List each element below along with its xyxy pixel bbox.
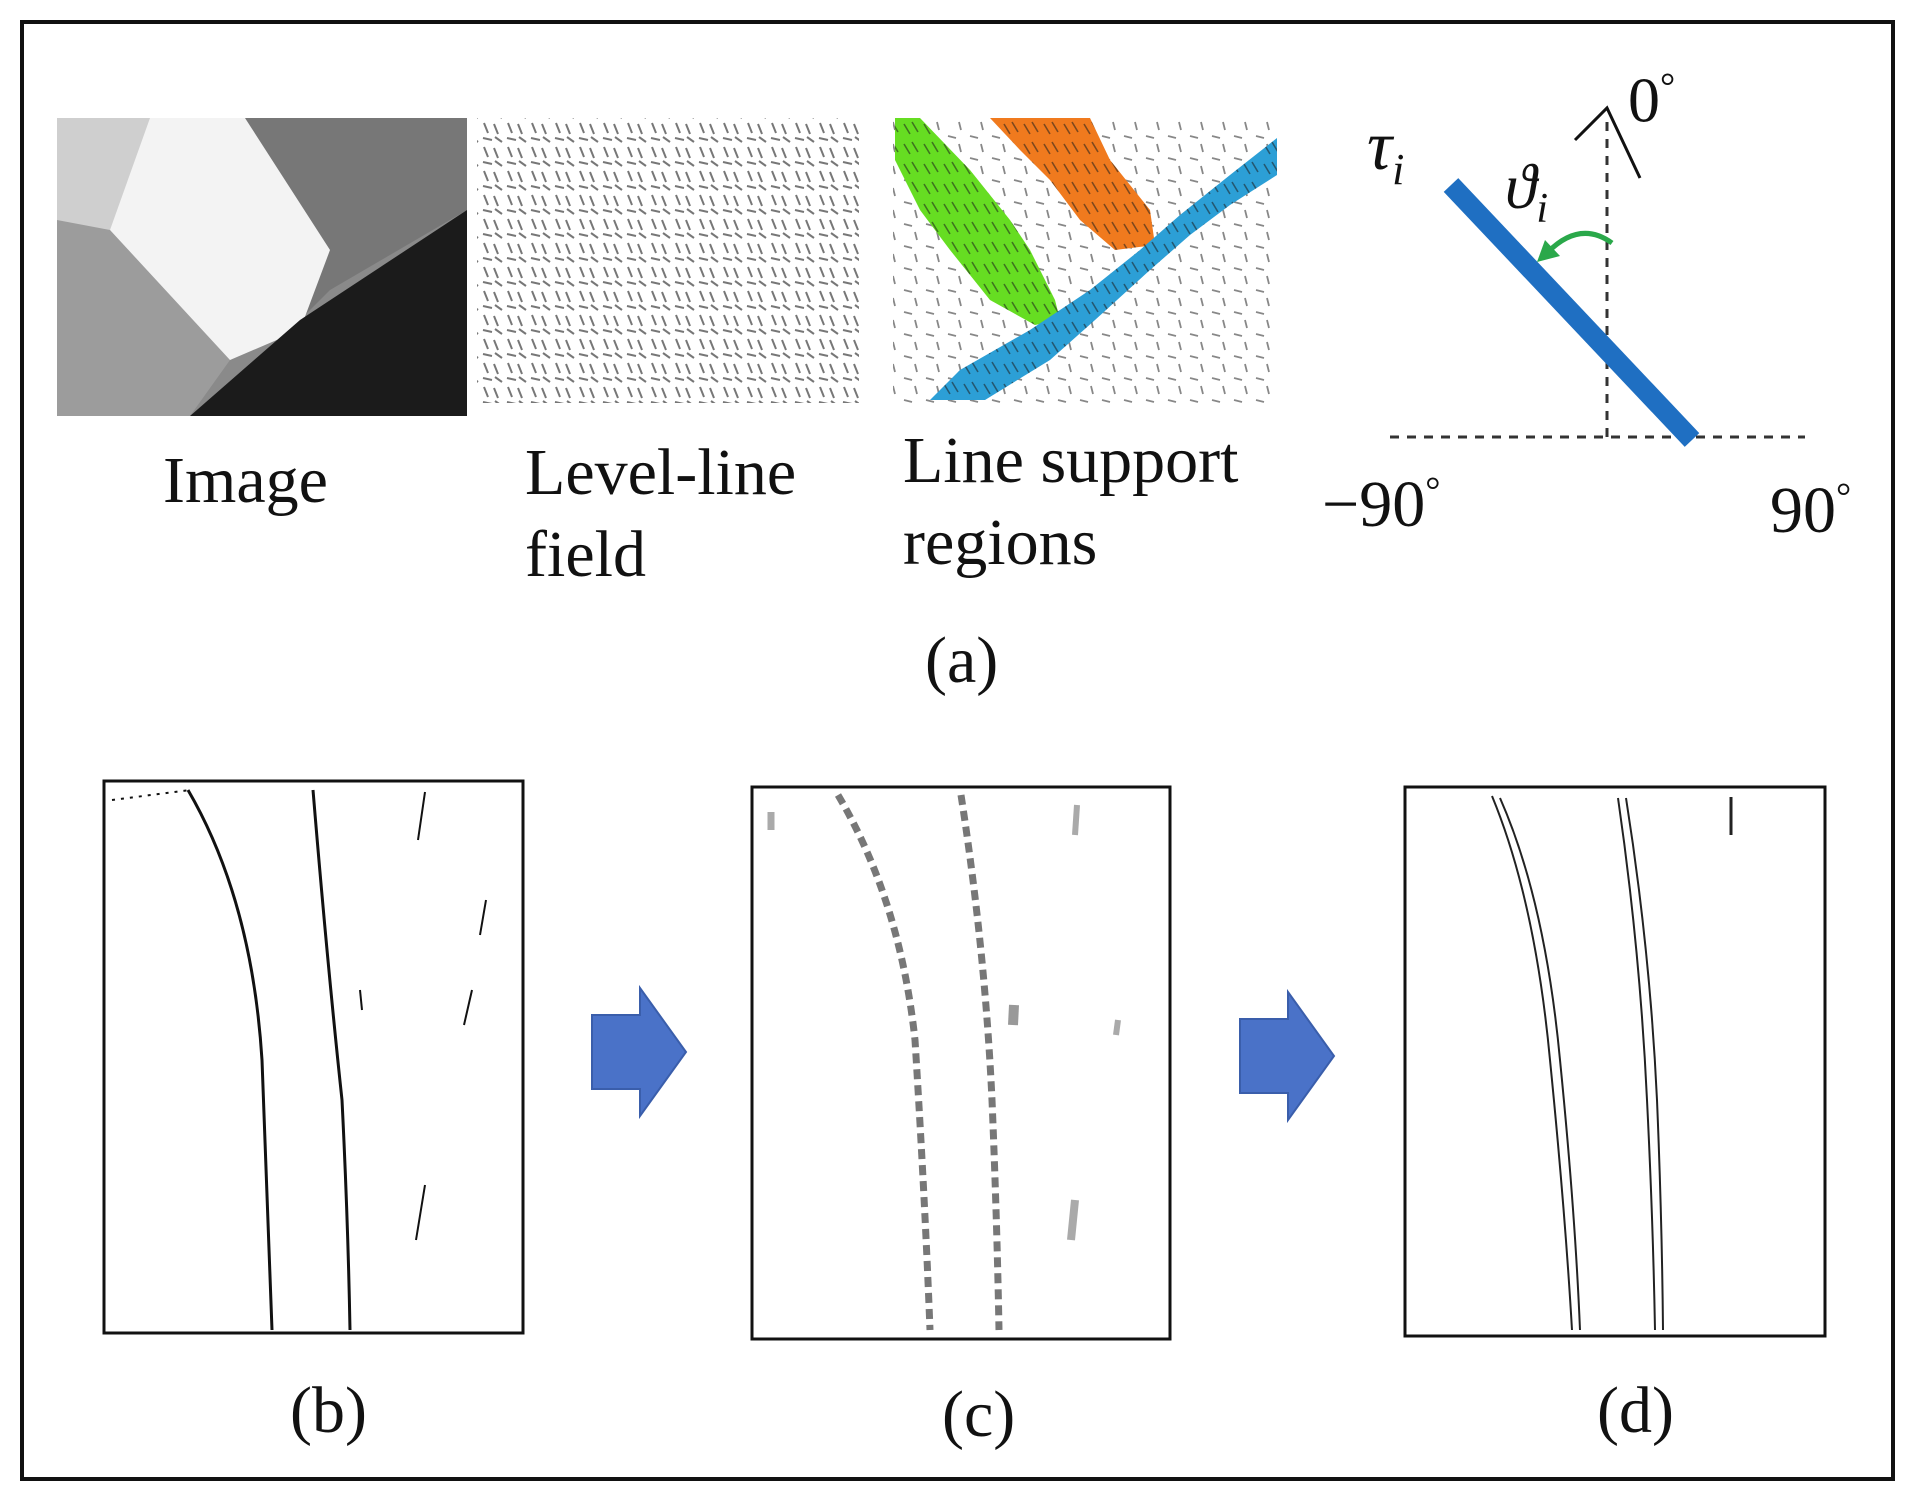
- caption-level-line-line1: Level-line: [525, 436, 797, 509]
- caption-support-line2: regions: [903, 506, 1098, 579]
- neg90-label: −90°: [1322, 468, 1441, 541]
- theta-label: ϑi: [1505, 151, 1549, 232]
- angle-diagram: [1390, 105, 1805, 447]
- panel-b-edges: [111, 789, 487, 1331]
- support-region-blue: [930, 138, 1277, 400]
- flow-arrow-2: [1239, 988, 1336, 1124]
- line-support-regions: [893, 118, 1277, 403]
- panel-b-label: (b): [290, 1374, 367, 1447]
- caption-line-support-regions: Line support regions: [903, 420, 1238, 584]
- flow-arrow-1: [591, 984, 688, 1120]
- panel-a-label: (a): [925, 624, 999, 697]
- grayscale-image: [57, 118, 467, 416]
- zero-angle-marker: [1573, 105, 1642, 179]
- panel-d-frame: [1403, 785, 1827, 1338]
- panel-c-frame: [750, 785, 1172, 1341]
- panel-c-label: (c): [942, 1378, 1016, 1451]
- caption-image: Image: [163, 444, 328, 517]
- panel-d-label: (d): [1597, 1374, 1674, 1447]
- panel-b-frame: [102, 779, 525, 1335]
- support-region-green: [895, 118, 1060, 325]
- panel-d-lines: [1491, 795, 1733, 1331]
- line-segment: [1443, 178, 1700, 447]
- level-line-field: [477, 118, 859, 403]
- caption-support-line1: Line support: [903, 424, 1239, 497]
- panel-c-edges: [767, 793, 1121, 1331]
- caption-level-line-field: Level-line field: [525, 432, 796, 596]
- rotation-arrow: [1546, 230, 1614, 254]
- tau-label: τi: [1367, 108, 1405, 194]
- support-region-orange: [990, 118, 1155, 250]
- rotation-arrowhead: [1537, 240, 1560, 262]
- zero-degree-label: 0°: [1628, 64, 1676, 136]
- caption-level-line-line2: field: [525, 518, 646, 591]
- pos90-label: 90°: [1770, 474, 1852, 547]
